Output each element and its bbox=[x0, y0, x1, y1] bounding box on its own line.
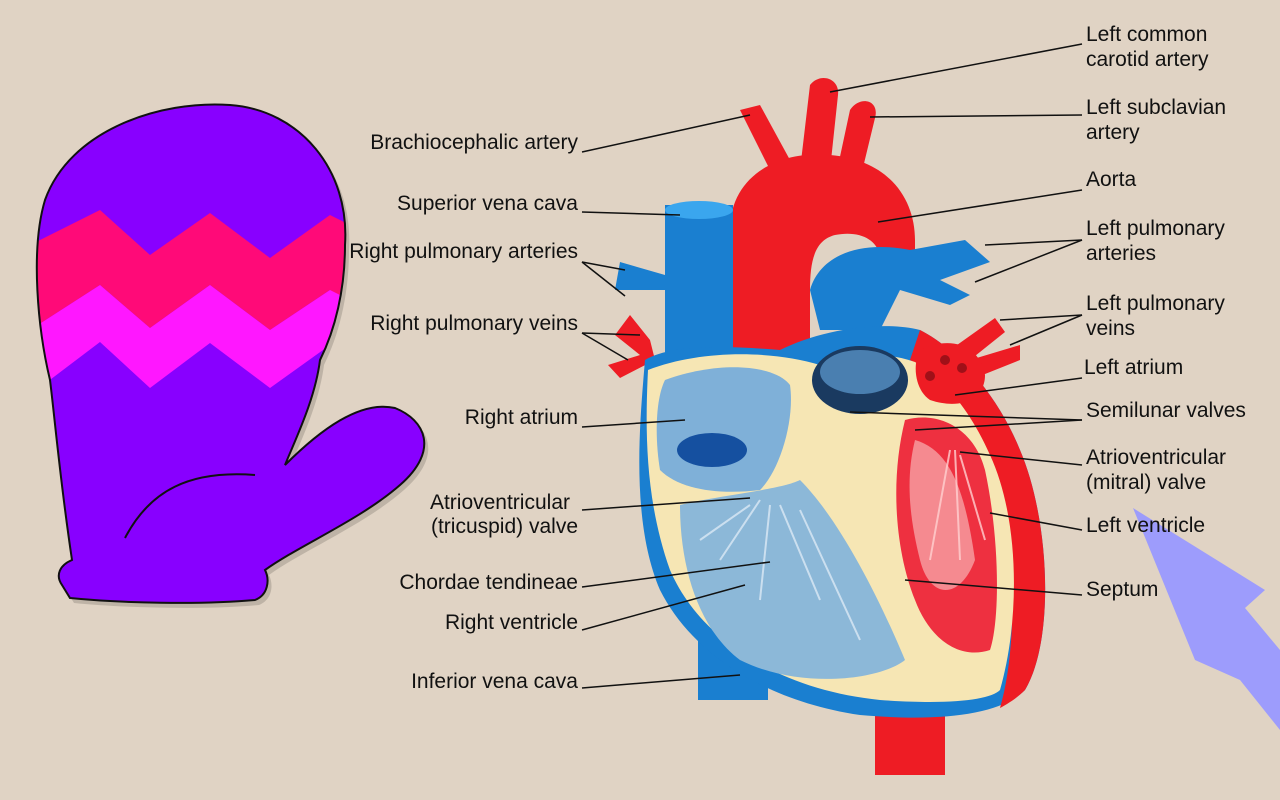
heart-illustration bbox=[608, 77, 1046, 775]
label-left-atrium: Left atrium bbox=[1084, 356, 1184, 379]
label-mitral-line1: Atrioventricular bbox=[1086, 446, 1227, 469]
label-left-subclavian-line1: Left subclavian bbox=[1086, 96, 1227, 119]
label-superior-vena-cava: Superior vena cava bbox=[397, 192, 578, 215]
label-right-pulmonary-arteries: Right pulmonary arteries bbox=[349, 240, 578, 263]
label-left-pulmonary-arteries-line2: arteries bbox=[1086, 242, 1157, 265]
label-tricuspid-line2: (tricuspid) valve bbox=[430, 515, 578, 538]
label-left-pulmonary-veins-line2: veins bbox=[1086, 317, 1136, 340]
label-left-common-carotid-line1: Left common bbox=[1086, 23, 1208, 46]
label-semilunar-valves: Semilunar valves bbox=[1086, 399, 1246, 422]
label-mitral-line2: (mitral) valve bbox=[1086, 471, 1207, 494]
label-left-common-carotid-line2: carotid artery bbox=[1086, 48, 1209, 71]
label-right-ventricle: Right ventricle bbox=[444, 611, 578, 634]
label-tricuspid-line1: Atrioventricular bbox=[429, 491, 570, 514]
label-septum: Septum bbox=[1086, 578, 1159, 601]
leader-lines bbox=[581, 43, 1083, 689]
label-chordae-tendineae: Chordae tendineae bbox=[399, 571, 578, 594]
label-right-atrium: Right atrium bbox=[464, 406, 578, 429]
label-left-subclavian-line2: artery bbox=[1086, 121, 1140, 144]
label-aorta: Aorta bbox=[1086, 168, 1137, 191]
pointer-arrow-icon bbox=[1133, 508, 1280, 730]
label-left-ventricle: Left ventricle bbox=[1086, 514, 1206, 537]
label-left-pulmonary-arteries-line1: Left pulmonary bbox=[1086, 217, 1225, 240]
label-brachiocephalic-artery: Brachiocephalic artery bbox=[370, 131, 578, 154]
label-left-pulmonary-veins-line1: Left pulmonary bbox=[1086, 292, 1225, 315]
label-right-pulmonary-veins: Right pulmonary veins bbox=[370, 312, 578, 335]
label-inferior-vena-cava: Inferior vena cava bbox=[411, 670, 578, 693]
